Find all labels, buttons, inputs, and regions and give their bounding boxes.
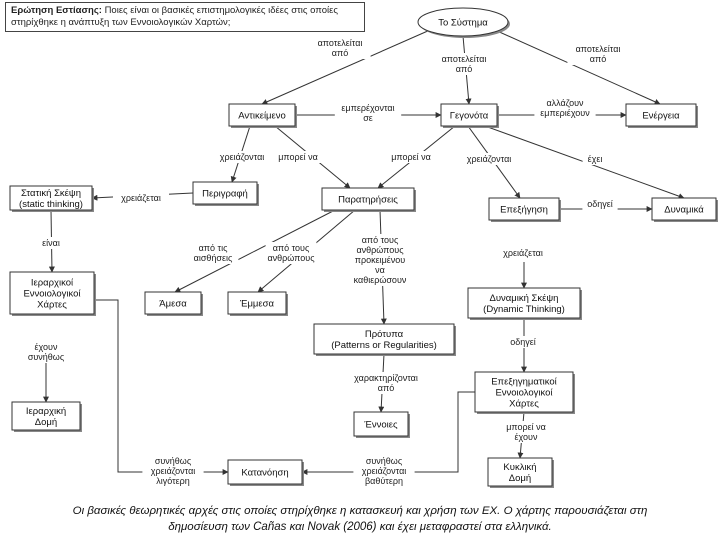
link-label-requires: χρειάζεται xyxy=(503,248,543,258)
node-label: Γεγονότα xyxy=(450,111,489,122)
link-label-bg xyxy=(345,372,427,394)
link-label-bg xyxy=(142,455,204,487)
link-label-bg xyxy=(567,43,629,65)
node-label: Άμεσα xyxy=(159,299,187,310)
focus-question-text: Ποιες είναι οι βασικές επιστημολογικές ι… xyxy=(11,5,338,28)
node-root: Το Σύστημα xyxy=(417,7,510,38)
edge-hier-underst xyxy=(94,299,229,475)
link-label-bg xyxy=(495,247,551,259)
link-label-bg xyxy=(385,151,437,163)
link-label-bg xyxy=(25,341,67,363)
node-indirect: Έμμεσα xyxy=(227,291,288,316)
link-label-bg xyxy=(309,37,371,59)
link-label-bg xyxy=(265,242,317,264)
node-label: Παρατηρήσεις xyxy=(338,195,398,206)
node-label: Αντικείμενο xyxy=(238,111,286,122)
node-label: Δυναμικά xyxy=(664,205,704,216)
node-description: Περιγραφή xyxy=(192,181,259,206)
node-label: Δυναμική Σκέψη(Dynamic Thinking) xyxy=(483,293,565,315)
node-label: Κατανόηση xyxy=(241,468,288,479)
link-label-bg xyxy=(582,198,618,210)
node-understanding: Κατανόηση xyxy=(227,459,304,486)
link-label-bg xyxy=(36,237,66,249)
link-label-bg xyxy=(187,242,239,264)
link-label-bg xyxy=(113,192,169,204)
node-patterns: Πρότυπα(Patterns or Regularities) xyxy=(313,323,456,356)
link-label-bg xyxy=(500,421,552,443)
link-label-leads-to: οδηγεί xyxy=(587,199,613,209)
node-dynamic-thinking: Δυναμική Σκέψη(Dynamic Thinking) xyxy=(467,287,582,320)
link-label-can-event: μπορεί να xyxy=(391,152,431,162)
node-dynamic: Δυναμικά xyxy=(651,197,718,222)
link-label-bg xyxy=(433,53,495,75)
edge-root-energy xyxy=(494,29,661,105)
node-label: Το Σύστημα xyxy=(438,18,488,29)
link-label-needs-static: χρειάζεται xyxy=(121,193,161,203)
edge-obs-direct xyxy=(174,209,336,293)
node-static-thinking: Στατική Σκέψη(static thinking) xyxy=(9,185,94,212)
link-label-have: έχει xyxy=(588,154,603,164)
node-energy: Ενέργεια xyxy=(625,103,698,128)
node-label: Στατική Σκέψη(static thinking) xyxy=(19,188,83,210)
link-label-bg xyxy=(349,234,411,286)
link-label-bg xyxy=(505,336,541,348)
link-label-bg xyxy=(353,455,415,487)
node-direct: Άμεσα xyxy=(144,291,203,316)
node-object: Αντικείμενο xyxy=(228,103,297,128)
node-observations: Παρατηρήσεις xyxy=(321,187,416,212)
node-label: Περιγραφή xyxy=(202,189,248,200)
node-concepts: Έννοιες xyxy=(353,411,410,438)
focus-question-label: Ερώτηση Εστίασης: xyxy=(11,5,102,16)
link-label-need-desc: χρειάζονται xyxy=(220,152,265,162)
focus-question-box: Ερώτηση Εστίασης: Ποιες είναι οι βασικές… xyxy=(5,2,365,32)
node-label: Έννοιες xyxy=(363,420,398,431)
link-label-is: είναι xyxy=(42,238,60,248)
link-label-need-expl: χρειάζονται xyxy=(467,154,512,164)
link-label-bg xyxy=(211,151,273,163)
link-label-bg xyxy=(458,153,520,165)
node-label: Επεξήγηση xyxy=(500,205,548,216)
link-label-bg xyxy=(334,102,402,124)
caption-line-1: Οι βασικές θεωρητικές αρχές στις οποίες … xyxy=(72,505,648,517)
figure-caption: Οι βασικές θεωρητικές αρχές στις οποίες … xyxy=(0,497,720,540)
node-label: Έμμεσα xyxy=(239,299,274,310)
edge-root-object xyxy=(261,29,431,105)
link-label-bg xyxy=(534,97,596,119)
node-label: Πρότυπα(Patterns or Regularities) xyxy=(331,329,437,351)
node-label: Ενέργεια xyxy=(642,111,680,122)
link-label-can-obj: μπορεί να xyxy=(278,152,318,162)
link-label-bg xyxy=(272,151,324,163)
link-label-bg xyxy=(582,153,608,165)
link-label-leads-dynamic: οδηγεί xyxy=(510,337,536,347)
caption-line-2: δημοσίευση των Cañas και Novak (2006) κα… xyxy=(168,521,552,533)
node-event: Γεγονότα xyxy=(440,103,499,128)
node-explanation: Επεξήγηση xyxy=(488,197,561,222)
